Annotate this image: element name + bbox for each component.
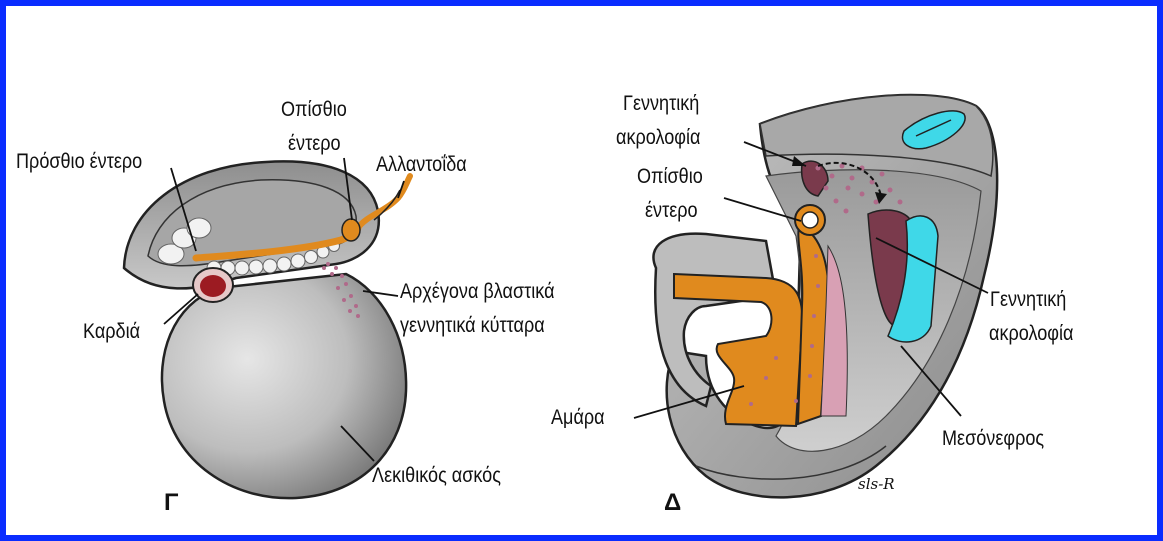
label-heart: Καρδιά bbox=[83, 319, 140, 344]
label-germ-cells-line1: Αρχέγονα βλαστικά bbox=[400, 279, 555, 304]
label-right-hindgut-line2: έντερο bbox=[645, 198, 698, 223]
panel-left-embryo bbox=[124, 158, 410, 498]
label-mesonephros: Μεσόνεφρος bbox=[942, 426, 1044, 451]
label-genital-ridge-top-line2: ακρολοφία bbox=[616, 125, 700, 150]
label-left-hindgut-line2: έντερο bbox=[288, 131, 341, 156]
panel-letter-right: Δ bbox=[664, 490, 681, 515]
label-genital-ridge-right-line2: ακρολοφία bbox=[989, 321, 1073, 346]
label-left-hindgut-line1: Οπίσθιο bbox=[281, 97, 347, 122]
label-allantois: Αλλαντοΐδα bbox=[376, 152, 467, 177]
artist-signature: sls-R bbox=[858, 472, 895, 497]
label-genital-ridge-right-line1: Γεννητική bbox=[990, 287, 1066, 312]
label-right-hindgut-line1: Οπίσθιο bbox=[637, 164, 703, 189]
yolk-sac-shape bbox=[162, 274, 406, 498]
figure-frame: Οπίσθιο έντερο Αλλαντοΐδα Πρόσθιο έντερο… bbox=[6, 6, 1157, 535]
embryo-diagram bbox=[6, 6, 1157, 535]
label-genital-ridge-top-line1: Γεννητική bbox=[623, 91, 699, 116]
label-yolk-sac: Λεκιθικός ασκός bbox=[372, 463, 501, 488]
hindgut-bud bbox=[342, 219, 360, 241]
label-cloaca: Αμάρα bbox=[551, 405, 605, 430]
label-foregut: Πρόσθιο έντερο bbox=[16, 149, 142, 174]
label-germ-cells-line2: γεννητικά κύτταρα bbox=[400, 313, 545, 338]
panel-letter-left: Γ bbox=[164, 490, 178, 515]
